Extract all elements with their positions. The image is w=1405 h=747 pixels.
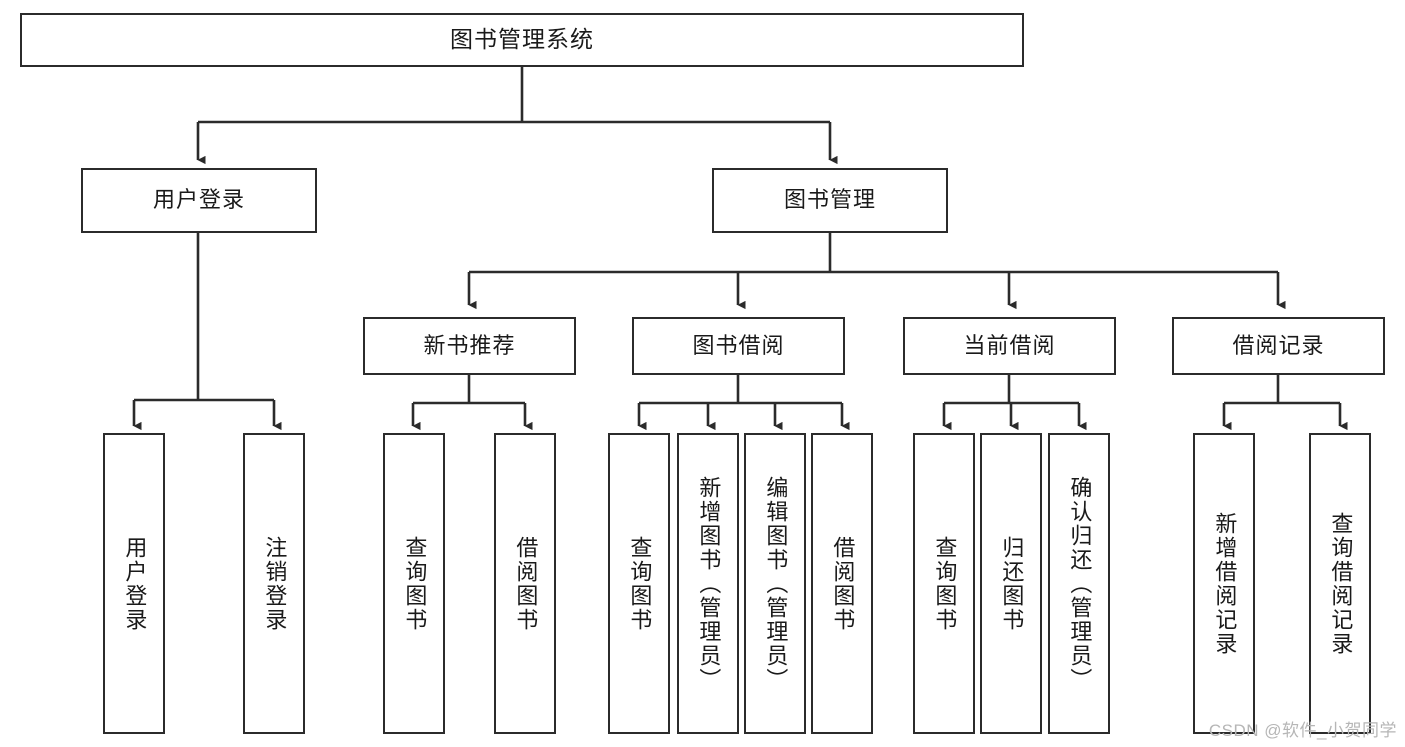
leaf-book-borrow-4[interactable]: 借阅图书	[811, 433, 873, 734]
node-root-system[interactable]: 图书管理系统	[20, 13, 1024, 67]
node-current-borrow[interactable]: 当前借阅	[903, 317, 1116, 375]
leaf-label: 新增借阅记录	[1212, 511, 1238, 656]
leaf-book-borrow-3[interactable]: 编辑图书（管理员）	[744, 433, 806, 734]
node-label: 图书管理系统	[450, 26, 594, 53]
leaf-label: 查询图书	[627, 535, 653, 632]
leaf-label: 借阅图书	[830, 535, 856, 632]
leaf-label: 确认归还（管理员）	[1067, 475, 1093, 692]
watermark-text: CSDN @软件_小贺同学	[1208, 721, 1397, 740]
node-new-book-recommend[interactable]: 新书推荐	[363, 317, 576, 375]
leaf-book-borrow-2[interactable]: 新增图书（管理员）	[677, 433, 739, 734]
node-book-management[interactable]: 图书管理	[712, 168, 948, 233]
leaf-new-book-recommend-1[interactable]: 查询图书	[383, 433, 445, 734]
node-label: 当前借阅	[963, 332, 1056, 358]
node-user-login[interactable]: 用户登录	[81, 168, 317, 233]
node-book-borrow[interactable]: 图书借阅	[632, 317, 845, 375]
leaf-label: 用户登录	[122, 535, 148, 632]
node-label: 图书借阅	[692, 332, 785, 358]
leaf-borrow-record-2[interactable]: 查询借阅记录	[1309, 433, 1371, 734]
node-label: 新书推荐	[423, 332, 516, 358]
leaf-user-login-1[interactable]: 用户登录	[103, 433, 165, 734]
leaf-label: 借阅图书	[513, 535, 539, 632]
leaf-label: 注销登录	[262, 535, 288, 632]
leaf-label: 归还图书	[999, 535, 1025, 632]
leaf-label: 查询图书	[932, 535, 958, 632]
leaf-book-borrow-1[interactable]: 查询图书	[608, 433, 670, 734]
leaf-current-borrow-3[interactable]: 确认归还（管理员）	[1048, 433, 1110, 734]
leaf-label: 新增图书（管理员）	[696, 475, 722, 692]
node-label: 借阅记录	[1232, 332, 1325, 358]
leaf-user-login-2[interactable]: 注销登录	[243, 433, 305, 734]
leaf-new-book-recommend-2[interactable]: 借阅图书	[494, 433, 556, 734]
leaf-current-borrow-1[interactable]: 查询图书	[913, 433, 975, 734]
node-borrow-record[interactable]: 借阅记录	[1172, 317, 1385, 375]
leaf-current-borrow-2[interactable]: 归还图书	[980, 433, 1042, 734]
node-label: 用户登录	[152, 187, 245, 213]
leaf-label: 查询图书	[402, 535, 428, 632]
leaf-label: 查询借阅记录	[1328, 511, 1354, 656]
node-label: 图书管理	[783, 187, 876, 213]
leaf-label: 编辑图书（管理员）	[763, 475, 789, 692]
leaf-borrow-record-1[interactable]: 新增借阅记录	[1193, 433, 1255, 734]
